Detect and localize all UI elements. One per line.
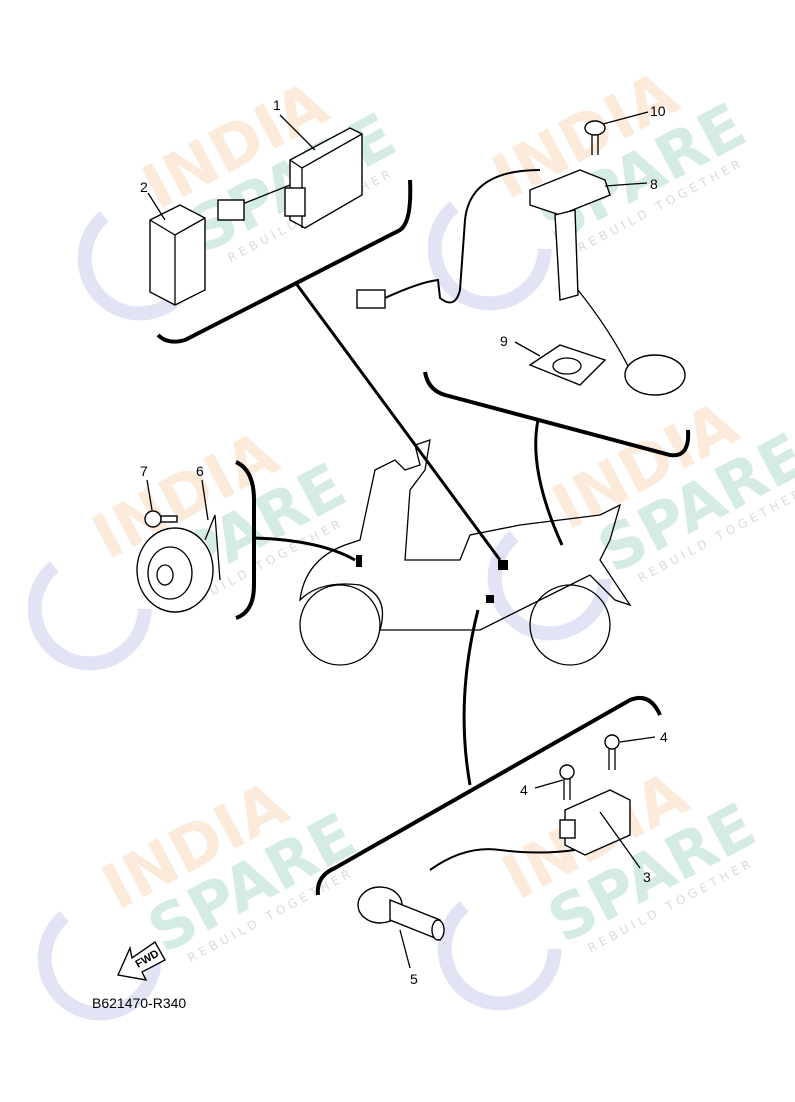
label-part-1: 1 bbox=[273, 97, 281, 113]
part-10-screw bbox=[584, 120, 606, 155]
part-8-fuel-sender bbox=[356, 169, 686, 396]
scooter-outline bbox=[299, 439, 632, 666]
part-3-ignition-coil bbox=[429, 789, 631, 871]
label-part-6: 6 bbox=[196, 463, 204, 479]
bracket-top-right bbox=[423, 371, 691, 458]
label-part-5: 5 bbox=[410, 971, 418, 987]
watermark-logo-icon bbox=[487, 531, 612, 641]
label-part-2: 2 bbox=[140, 179, 148, 195]
bracket-left bbox=[235, 460, 256, 620]
leader-1 bbox=[293, 281, 502, 561]
label-part-8: 8 bbox=[650, 176, 658, 192]
part-4-bolts bbox=[559, 734, 620, 800]
watermark-logo-icon bbox=[427, 201, 552, 311]
part-2-relay bbox=[149, 204, 206, 306]
leader-4 bbox=[462, 609, 480, 786]
fwd-arrow-icon: FWD bbox=[116, 940, 166, 981]
label-part-9: 9 bbox=[500, 333, 508, 349]
label-part-7: 7 bbox=[140, 463, 148, 479]
bracket-bottom bbox=[315, 695, 662, 896]
callout-leaders bbox=[146, 111, 656, 969]
part-1-cdi-unit bbox=[217, 127, 363, 229]
part-9-gasket bbox=[528, 344, 607, 386]
part-horn bbox=[136, 514, 221, 613]
part-5-sensor bbox=[357, 886, 445, 942]
bracket-top-left bbox=[156, 179, 413, 344]
watermark-logo-icon bbox=[37, 911, 162, 1021]
leader-2 bbox=[534, 419, 564, 546]
part-7-bolt bbox=[144, 510, 178, 528]
watermark-logo-icon bbox=[27, 561, 152, 671]
label-part-10: 10 bbox=[650, 103, 666, 119]
label-part-4b: 4 bbox=[520, 782, 528, 798]
label-part-3: 3 bbox=[643, 869, 651, 885]
watermark-logo-icon bbox=[437, 901, 562, 1011]
leader-3 bbox=[253, 536, 356, 562]
drawing-code: B621470-R340 bbox=[92, 995, 186, 1011]
label-part-4a: 4 bbox=[660, 729, 668, 745]
